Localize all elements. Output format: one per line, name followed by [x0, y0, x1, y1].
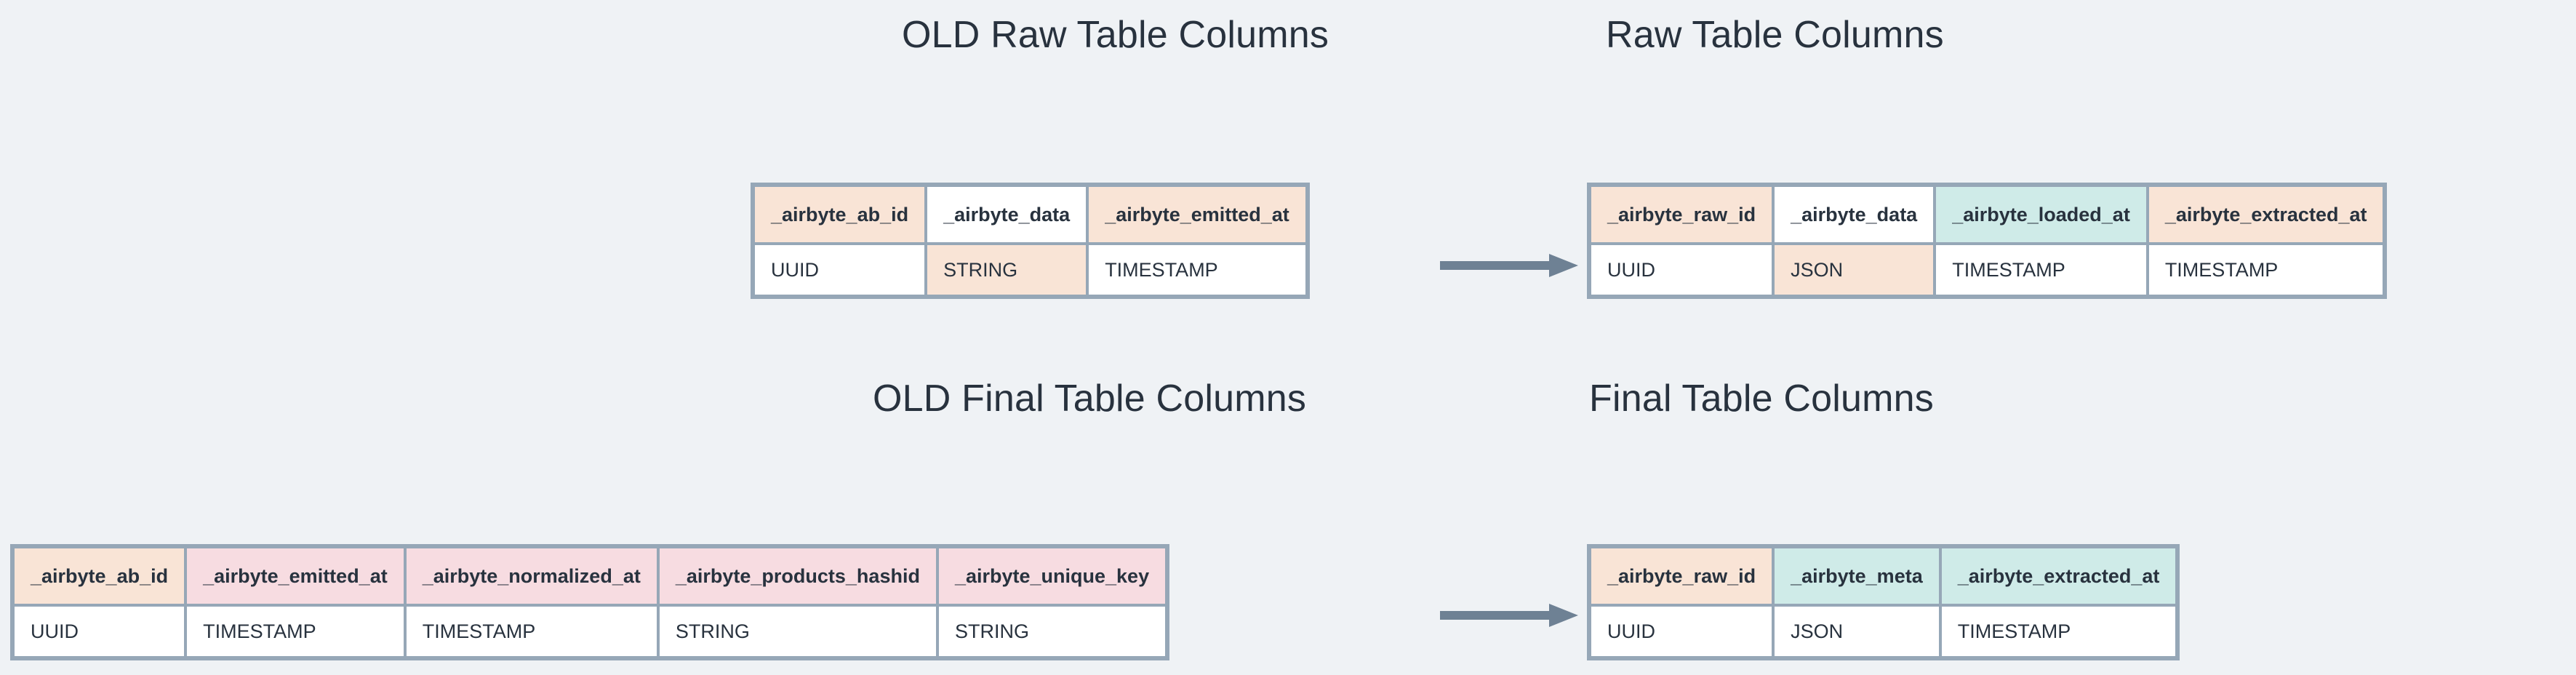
table-old-final: _airbyte_ab_id_airbyte_emitted_at_airbyt… — [10, 544, 1170, 660]
column-header-cell: _airbyte_data — [926, 185, 1088, 244]
column-type-cell: STRING — [926, 244, 1088, 296]
arrow-right-icon — [1440, 604, 1578, 627]
column-type-cell: UUID — [13, 605, 186, 658]
column-type-cell: JSON — [1773, 605, 1940, 658]
column-type-cell: TIMESTAMP — [1935, 244, 2148, 296]
column-header-cell: _airbyte_raw_id — [1590, 547, 1774, 605]
table-new-final: _airbyte_raw_id_airbyte_meta_airbyte_ext… — [1587, 544, 2180, 660]
column-type-cell: TIMESTAMP — [404, 605, 658, 658]
column-header-cell: _airbyte_loaded_at — [1935, 185, 2148, 244]
column-header-cell: _airbyte_extracted_at — [1940, 547, 2177, 605]
column-header-cell: _airbyte_extracted_at — [2147, 185, 2385, 244]
column-header-cell: _airbyte_emitted_at — [185, 547, 405, 605]
column-type-cell: STRING — [937, 605, 1167, 658]
table-old-raw: _airbyte_ab_id_airbyte_data_airbyte_emit… — [751, 183, 1310, 299]
column-type-cell: TIMESTAMP — [1087, 244, 1307, 296]
column-type-cell: UUID — [753, 244, 927, 296]
table-new-raw: _airbyte_raw_id_airbyte_data_airbyte_loa… — [1587, 183, 2388, 299]
title-old-raw-table-columns: OLD Raw Table Columns — [902, 14, 1329, 56]
column-header-cell: _airbyte_ab_id — [753, 185, 927, 244]
table-header-row: _airbyte_raw_id_airbyte_data_airbyte_loa… — [1590, 185, 2385, 244]
title-old-final-table-columns: OLD Final Table Columns — [873, 378, 1307, 420]
column-header-cell: _airbyte_normalized_at — [404, 547, 658, 605]
column-type-cell: UUID — [1590, 244, 1774, 296]
column-header-cell: _airbyte_products_hashid — [657, 547, 937, 605]
column-type-cell: TIMESTAMP — [2147, 244, 2385, 296]
column-header-cell: _airbyte_unique_key — [937, 547, 1167, 605]
table-header-row: _airbyte_ab_id_airbyte_data_airbyte_emit… — [753, 185, 1307, 244]
title-final-table-columns: Final Table Columns — [1589, 378, 1934, 420]
column-header-cell: _airbyte_emitted_at — [1087, 185, 1307, 244]
arrow-right-icon — [1440, 254, 1578, 277]
column-header-cell: _airbyte_ab_id — [13, 547, 186, 605]
column-header-cell: _airbyte_meta — [1773, 547, 1940, 605]
column-type-cell: TIMESTAMP — [185, 605, 405, 658]
column-type-cell: UUID — [1590, 605, 1774, 658]
title-raw-table-columns: Raw Table Columns — [1606, 14, 1944, 56]
column-type-cell: TIMESTAMP — [1940, 605, 2177, 658]
table-header-row: _airbyte_raw_id_airbyte_meta_airbyte_ext… — [1590, 547, 2177, 605]
column-type-cell: JSON — [1773, 244, 1935, 296]
table-header-row: _airbyte_ab_id_airbyte_emitted_at_airbyt… — [13, 547, 1167, 605]
column-header-cell: _airbyte_data — [1773, 185, 1935, 244]
column-header-cell: _airbyte_raw_id — [1590, 185, 1774, 244]
column-type-cell: STRING — [657, 605, 937, 658]
